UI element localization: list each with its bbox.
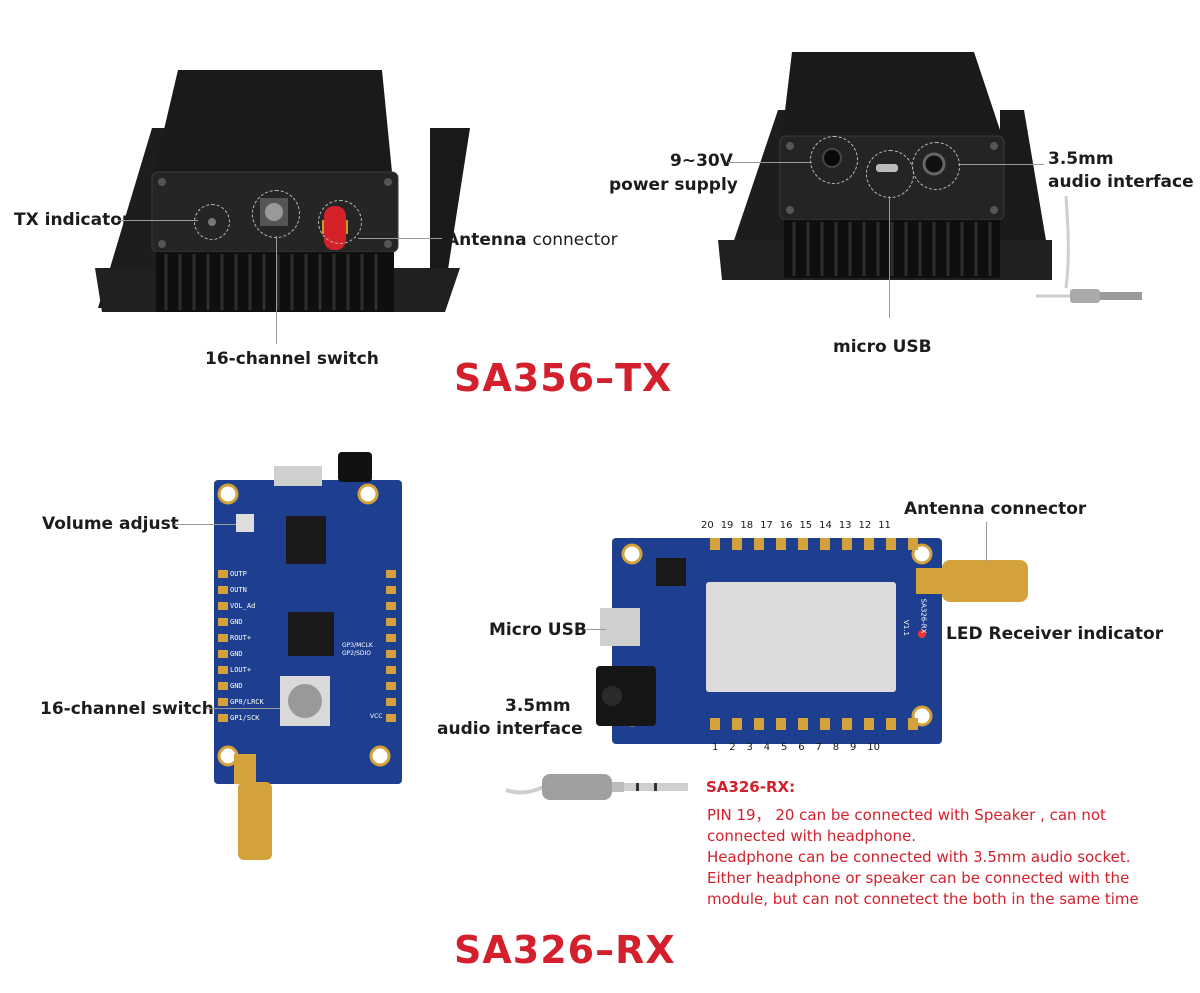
rx-usb-leader	[586, 629, 606, 630]
rx-pin-numbers-top: 20 19 18 17 16 15 14 13 12 11	[701, 520, 891, 531]
rx-pin-numbers-bottom: 1 2 3 4 5 6 7 8 9 10	[712, 742, 880, 753]
silk-rout: ROUT+	[230, 634, 252, 642]
rx-switch-leader	[206, 708, 280, 709]
pin-16: 16	[779, 520, 793, 531]
rx-antenna-leader	[986, 522, 987, 562]
tx-indicator-label: TX indicator	[14, 210, 131, 230]
tx-switch-highlight	[252, 190, 300, 238]
pin-13: 13	[838, 520, 852, 531]
rx-left-silk-list: OUTP OUTN VOL_Ad GND ROUT+ GND LOUT+ GND…	[230, 566, 290, 726]
silk-outn: OUTN	[230, 586, 247, 594]
pin-10: 10	[867, 742, 880, 753]
tx-indicator-highlight	[194, 204, 230, 240]
rx-micro-usb-label: Micro USB	[489, 620, 587, 640]
pin-4: 4	[763, 742, 771, 753]
pin-11: 11	[878, 520, 891, 531]
pin-3: 3	[746, 742, 753, 753]
note-line-1: PIN 19， 20 can be connected with Speaker…	[707, 806, 1106, 824]
rx-volume-adjust-label: Volume adjust	[42, 514, 179, 534]
pin-17: 17	[760, 520, 773, 531]
tx-power-label-2: power supply	[609, 175, 738, 195]
tx-antenna-label-a: Antenna	[446, 230, 527, 250]
silk-gp1: GP1/SCK	[230, 714, 260, 722]
rx-channel-switch-label: 16-channel switch	[40, 699, 214, 719]
silk-v11: V1.1	[901, 620, 910, 636]
pin-9: 9	[850, 742, 857, 753]
tx-power-leader	[728, 162, 812, 163]
pin-1: 1	[712, 742, 719, 753]
silk-gp0: GP0/LRCK	[230, 698, 264, 706]
tx-usb-highlight	[866, 150, 914, 198]
tx-front-device-image	[95, 70, 470, 312]
rx-audio-cable-image	[505, 774, 688, 800]
tx-micro-usb-label: micro USB	[833, 337, 932, 357]
silk-gnd2: GND	[230, 650, 243, 658]
pin-7: 7	[815, 742, 822, 753]
rx-antenna-label: Antenna connector	[904, 499, 1087, 519]
silk-outp: OUTP	[230, 570, 247, 578]
note-line-2: connected with headphone.	[707, 827, 917, 845]
silk-sa326rx: SA326-RX	[919, 598, 928, 634]
silk-lout: LOUT+	[230, 666, 252, 674]
tx-channel-switch-leader	[276, 236, 277, 344]
tx-power-highlight	[810, 136, 858, 184]
tx-audio-highlight	[912, 142, 960, 190]
silk-gp3: GP3/MCLK	[342, 642, 373, 649]
tx-usb-leader	[889, 196, 890, 318]
rx-led-label: LED Receiver indicator	[946, 624, 1164, 644]
tx-power-label-1: 9~30V	[670, 151, 733, 171]
pin-2: 2	[729, 742, 736, 753]
pin-14: 14	[819, 520, 832, 531]
tx-audio-label-1: 3.5mm	[1048, 149, 1114, 169]
silk-gnd1: GND	[230, 618, 243, 626]
rx-audio-label-2: audio interface	[437, 719, 583, 739]
note-line-5: module, but can not connetect the both i…	[707, 890, 1139, 908]
silk-vcc: VCC	[370, 713, 383, 720]
tx-antenna-highlight	[318, 200, 362, 244]
tx-antenna-label: Antenna connector	[446, 229, 618, 251]
tx-title: SA356–TX	[454, 356, 673, 400]
silk-gp2: GP2/SDIO	[342, 650, 372, 657]
rx-note-body: PIN 19， 20 can be connected with Speaker…	[707, 805, 1187, 910]
tx-antenna-label-b: connector	[532, 230, 618, 250]
silk-vol: VOL_Ad	[230, 602, 256, 610]
pin-6: 6	[798, 742, 805, 753]
rx-note-title: SA326-RX:	[706, 778, 796, 796]
rx-title: SA326–RX	[454, 928, 676, 972]
rx-right-pcb-image	[596, 538, 1028, 744]
pin-8: 8	[832, 742, 840, 753]
pin-15: 15	[799, 520, 813, 531]
tx-antenna-leader	[358, 238, 442, 239]
note-line-4: Either headphone or speaker can be conne…	[707, 869, 1130, 887]
pin-18: 18	[740, 520, 754, 531]
tx-indicator-leader	[118, 220, 198, 221]
rx-audio-label-1: 3.5mm	[505, 696, 571, 716]
tx-audio-cable-image	[1036, 195, 1142, 303]
pin-12: 12	[858, 520, 872, 531]
rx-volume-leader	[174, 524, 236, 525]
silk-gnd3: GND	[230, 682, 243, 690]
tx-audio-label-2: audio interface	[1048, 172, 1194, 192]
tx-audio-leader	[958, 164, 1044, 165]
pin-20: 20	[701, 520, 714, 531]
pin-19: 19	[720, 520, 734, 531]
pin-5: 5	[781, 742, 788, 753]
tx-channel-switch-label: 16-channel switch	[205, 349, 379, 369]
note-line-3: Headphone can be connected with 3.5mm au…	[707, 848, 1131, 866]
